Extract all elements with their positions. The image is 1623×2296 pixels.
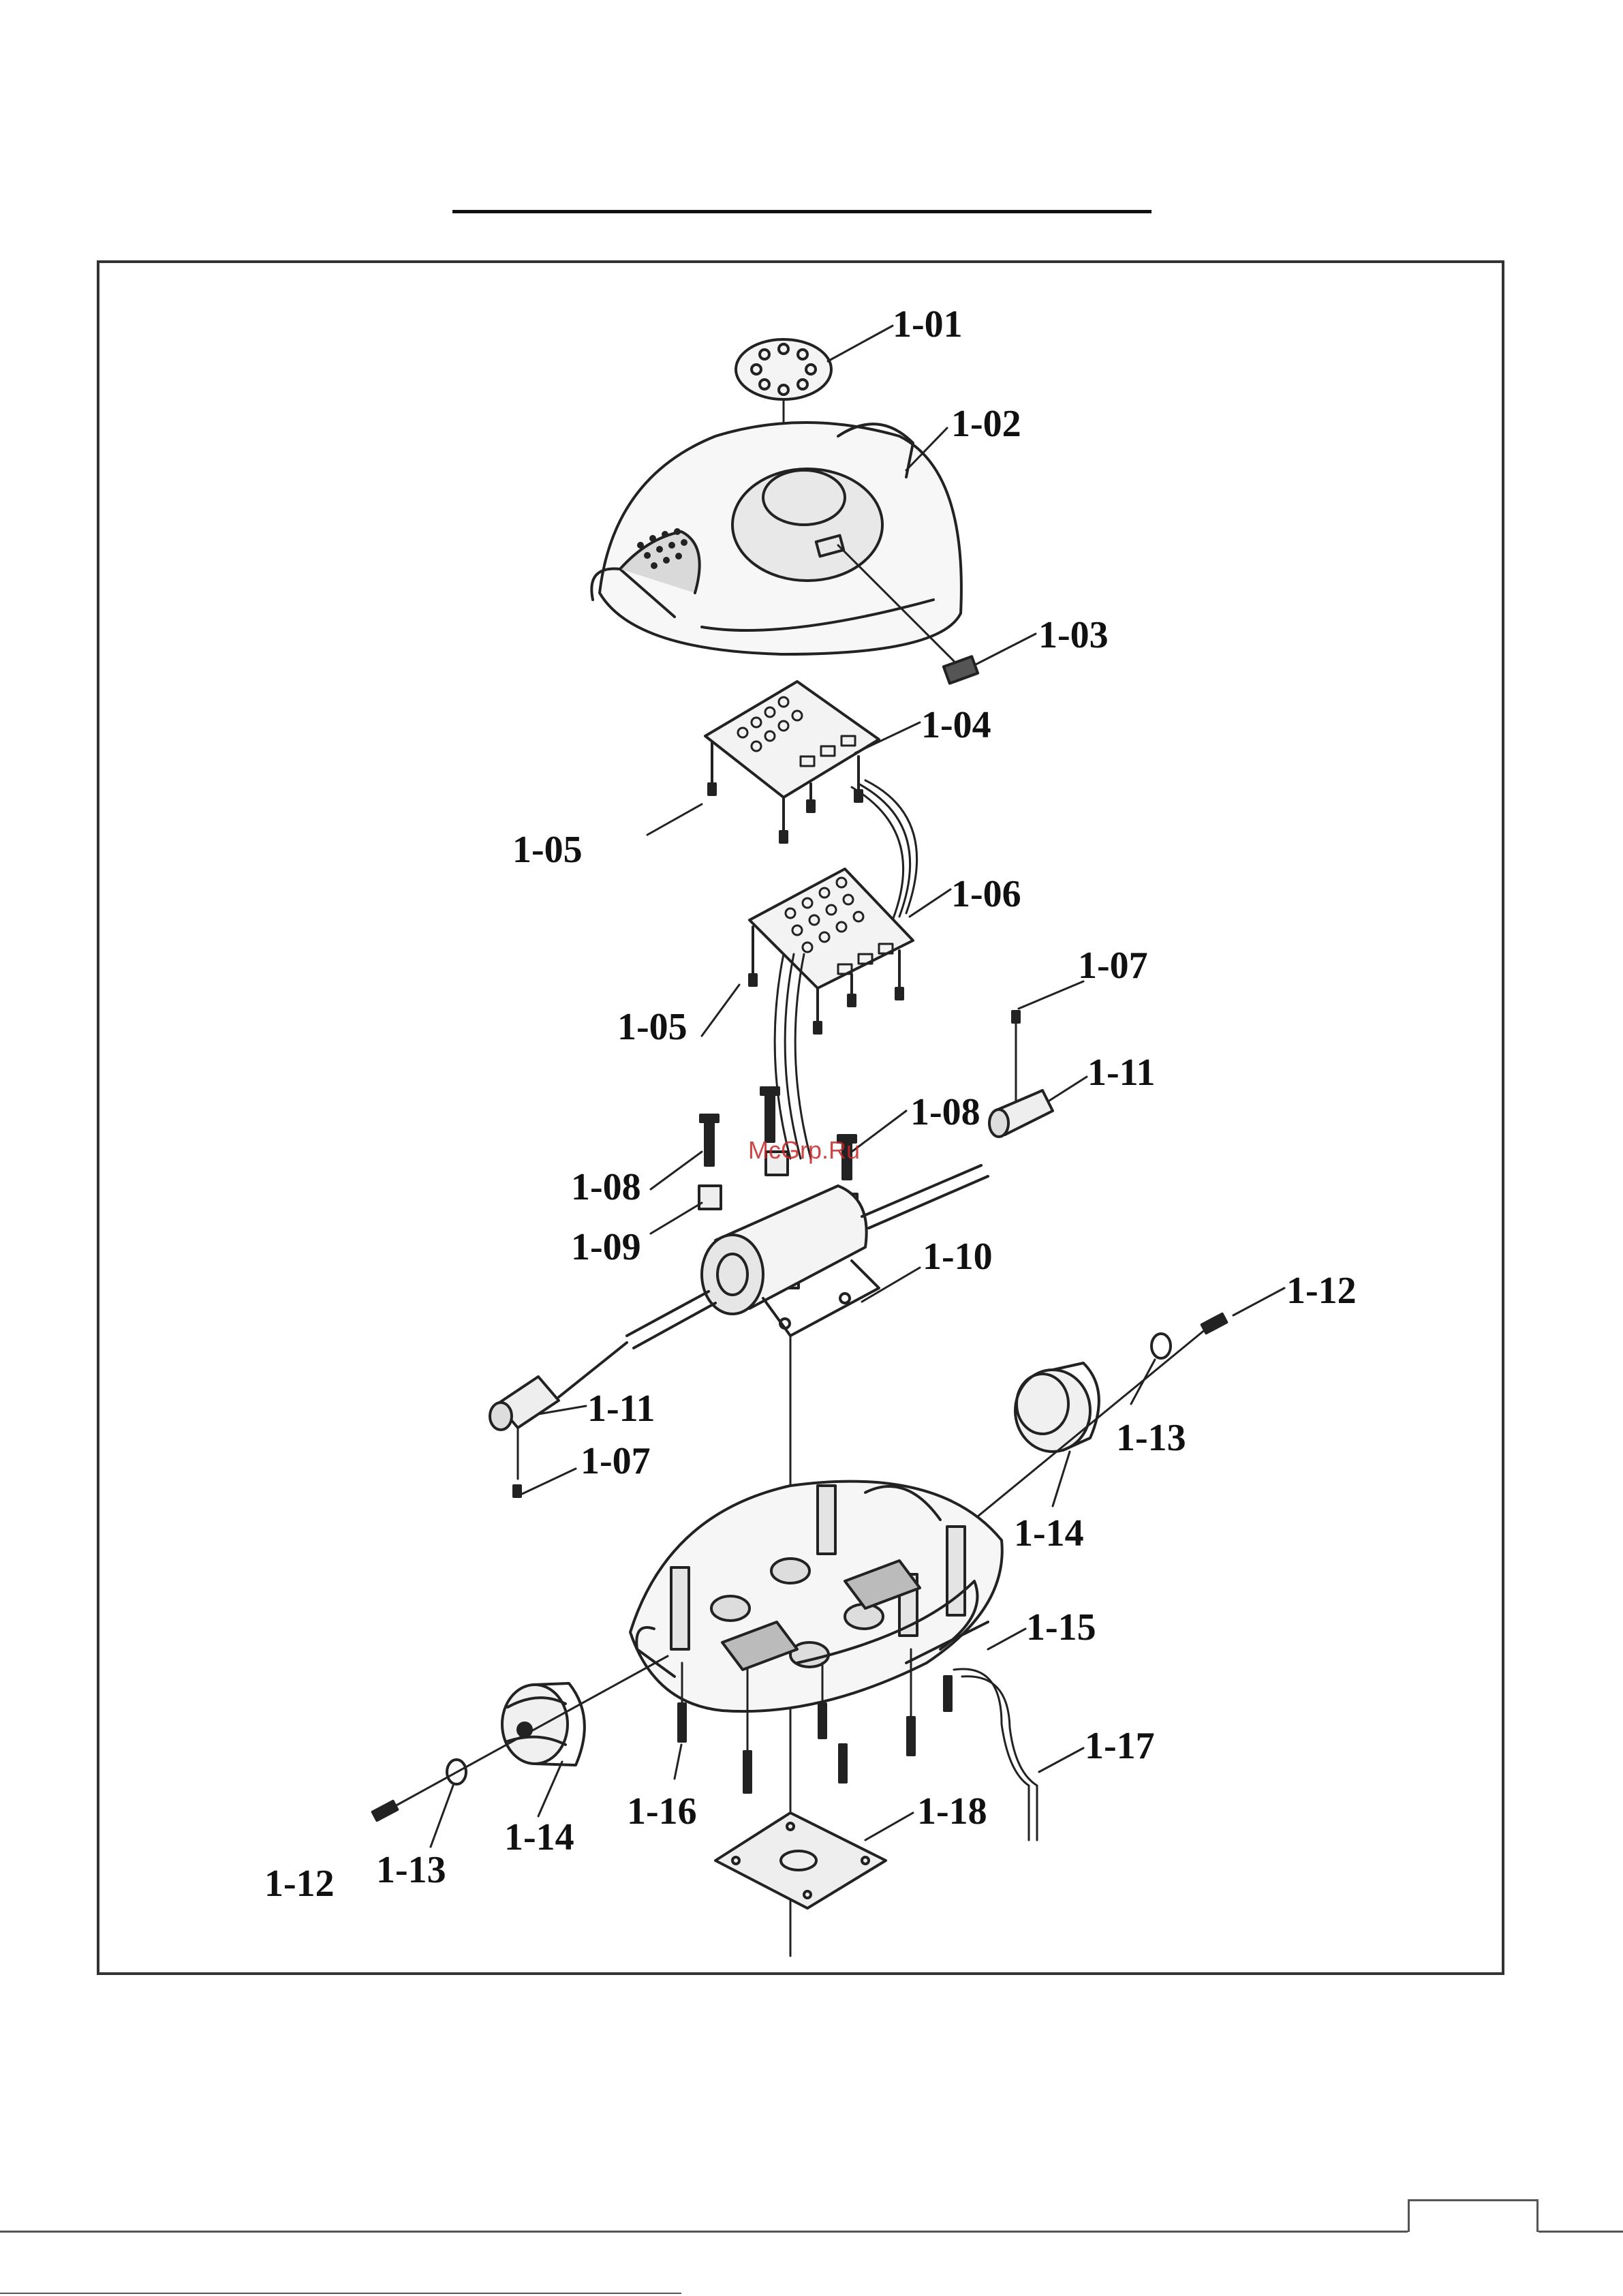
part-1-13-washer-right — [1151, 1334, 1171, 1358]
part-1-12-screw-left — [373, 1801, 398, 1820]
watermark: McGrp.Ru — [748, 1136, 860, 1164]
footer-bottom-rule — [0, 2293, 681, 2294]
part-1-02-top-cover — [591, 423, 961, 654]
callout-1-07-left: 1-07 — [581, 1440, 651, 1482]
callout-1-12-right: 1-12 — [1286, 1270, 1357, 1312]
footer-rule-right — [1539, 2231, 1623, 2233]
callout-1-15: 1-15 — [1026, 1606, 1096, 1649]
part-1-01-decal — [736, 339, 831, 399]
callout-1-01: 1-01 — [893, 303, 963, 346]
footer-rule-left — [0, 2231, 1408, 2233]
callout-1-14-right: 1-14 — [1014, 1512, 1084, 1555]
part-1-06-lower-board — [749, 869, 913, 1033]
callout-1-14-left: 1-14 — [504, 1816, 574, 1858]
callout-1-13-left: 1-13 — [376, 1849, 446, 1891]
part-1-18-base-plate — [715, 1813, 886, 1908]
part-1-14-hub-right — [1015, 1363, 1099, 1452]
callout-1-11-left: 1-11 — [587, 1388, 655, 1430]
part-1-07-pin-right — [1013, 1011, 1019, 1022]
callout-1-04: 1-04 — [921, 704, 991, 746]
callout-1-16: 1-16 — [627, 1790, 697, 1833]
callout-1-07-right: 1-07 — [1078, 945, 1148, 987]
callout-1-11-right: 1-11 — [1087, 1052, 1156, 1094]
callout-1-05-upper: 1-05 — [512, 829, 583, 871]
callout-1-08-right: 1-08 — [910, 1091, 980, 1133]
callout-1-02: 1-02 — [951, 403, 1021, 445]
callout-1-18: 1-18 — [917, 1790, 987, 1833]
page-number-tab — [1408, 2199, 1539, 2232]
part-1-03-connector — [944, 656, 978, 683]
callout-1-10: 1-10 — [923, 1236, 993, 1278]
callout-1-05-lower: 1-05 — [617, 1006, 687, 1048]
callout-1-03: 1-03 — [1038, 614, 1109, 656]
callout-1-06: 1-06 — [951, 873, 1021, 915]
part-1-04-upper-board — [705, 682, 879, 842]
callout-1-13-right: 1-13 — [1116, 1417, 1186, 1459]
callout-1-17: 1-17 — [1085, 1725, 1155, 1767]
callout-1-12-left: 1-12 — [264, 1863, 335, 1905]
callout-1-08-left: 1-08 — [571, 1166, 641, 1208]
part-1-11-end-cap-right — [989, 1090, 1053, 1137]
callout-1-09: 1-09 — [571, 1226, 641, 1268]
